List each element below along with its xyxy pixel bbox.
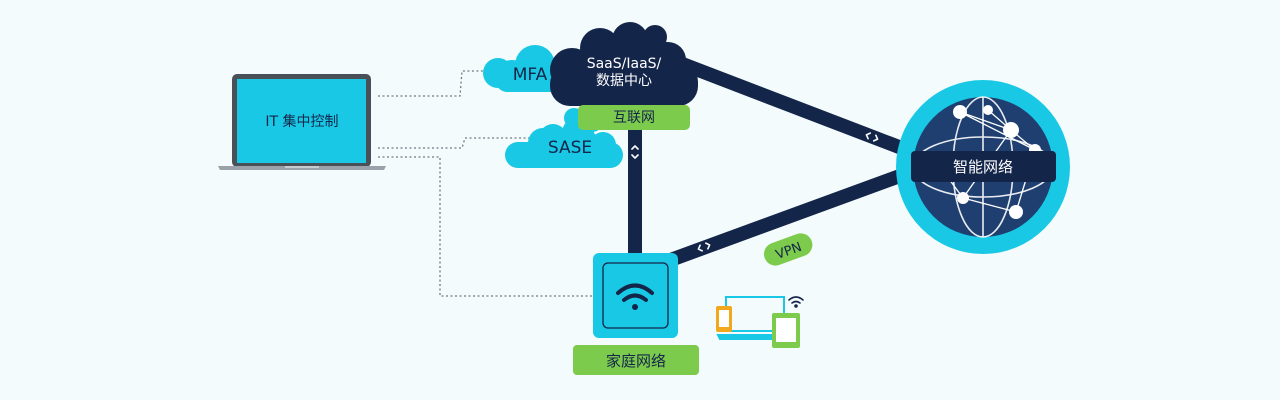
wifi-dot: [632, 304, 638, 310]
home-network-badge: 家庭网络: [573, 345, 699, 375]
wifi-icon: [616, 283, 654, 302]
home-network-label: 家庭网络: [606, 352, 666, 370]
network-links: [628, 56, 915, 269]
intelligent-network-label-box: [911, 151, 1056, 182]
sase-label: SASE: [548, 138, 592, 158]
wifi-small-icon: [788, 296, 804, 308]
connector-laptop-mfa: [378, 70, 485, 97]
intelligent-network-globe: 智能网络: [896, 80, 1070, 254]
arrow-icon-cloud-link: [865, 132, 879, 142]
arrow-icon-vertical-link: [631, 145, 639, 159]
mfa-cloud: MFA: [483, 45, 578, 92]
link-cloud-intelligent-network: [677, 56, 915, 159]
laptop-screen-text: IT 集中控制: [265, 113, 338, 130]
laptop-icon: IT 集中控制: [218, 74, 386, 170]
home-router: [593, 253, 678, 338]
internet-label: 互联网: [613, 110, 655, 126]
home-devices: [716, 296, 804, 348]
cloud-line-1: SaaS/IaaS/: [587, 56, 662, 72]
link-arrows: [631, 132, 879, 252]
link-home-intelligent-network: [662, 166, 911, 269]
intelligent-network-label: 智能网络: [953, 158, 1013, 176]
saas-iaas-cloud: SaaS/IaaS/ 数据中心: [550, 22, 698, 106]
dotted-connectors: [378, 70, 596, 297]
phone-icon: [716, 306, 732, 332]
vpn-badge: VPN: [763, 233, 813, 266]
connector-laptop-sase: [378, 137, 530, 149]
tablet-icon: [772, 313, 800, 348]
mfa-label: MFA: [513, 65, 548, 85]
internet-badge: 互联网: [578, 105, 690, 130]
connector-laptop-home: [378, 156, 596, 297]
arrow-icon-home-link: [697, 242, 711, 252]
cloud-line-2: 数据中心: [596, 73, 652, 89]
